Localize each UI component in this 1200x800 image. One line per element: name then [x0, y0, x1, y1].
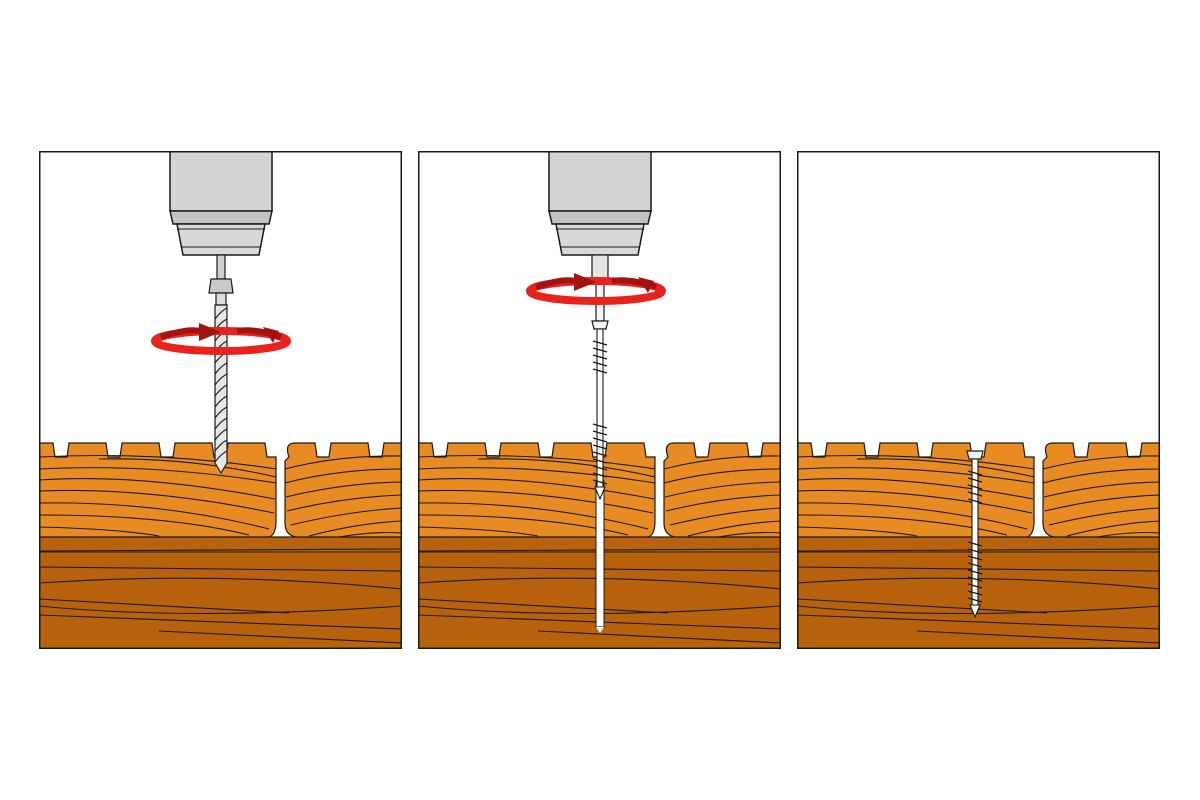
- deck-board-right: [1042, 442, 1160, 538]
- joist-grain-line: [797, 605, 1160, 615]
- deck-grain-line: [717, 531, 781, 538]
- deck-grain-line: [797, 514, 1008, 536]
- deck-grain-line: [797, 489, 1033, 514]
- step-2-illustration: [418, 151, 781, 649]
- step-3-illustration: [797, 151, 1160, 649]
- deck-board-right: [663, 442, 781, 538]
- deck-grain-line: [663, 468, 781, 484]
- step-2-panel: [418, 151, 781, 649]
- deck-grain-line: [1042, 455, 1160, 470]
- joist-grain-line: [39, 548, 402, 552]
- deck-grain-line: [1044, 494, 1160, 512]
- deck-grain-line: [290, 507, 402, 526]
- joist-grain-line: [418, 605, 781, 615]
- deck-grain-line: [284, 468, 402, 484]
- deck-grain-line: [338, 531, 402, 538]
- deck-grain-line: [418, 526, 539, 537]
- deck-grain-line: [1096, 531, 1160, 538]
- deck-grain-line: [418, 467, 656, 484]
- panel-border: [797, 151, 1160, 649]
- screw-icon: [591, 320, 609, 501]
- step-1-panel: [39, 151, 402, 649]
- joist-grain-line: [418, 598, 669, 614]
- deck-grain-line: [418, 502, 649, 530]
- joist-grain-line: [39, 605, 402, 615]
- deck-grain-line: [418, 477, 655, 500]
- deck-grain-line: [39, 502, 270, 530]
- deck-grain-line: [39, 526, 160, 537]
- deck-grain-line: [663, 455, 781, 470]
- deck-board-right: [284, 442, 402, 538]
- deck-grain-line: [418, 454, 656, 470]
- joist-grain-line: [39, 598, 290, 614]
- deck-grain-line: [687, 520, 781, 537]
- deck-grain-line: [797, 454, 1035, 470]
- deck-grain-line: [284, 455, 402, 470]
- panel-border: [418, 151, 781, 649]
- joist-beam: [39, 537, 402, 649]
- deck-grain-line: [39, 467, 277, 484]
- deck-grain-line: [664, 481, 781, 498]
- deck-grain-line: [39, 477, 276, 500]
- power-drill-icon: [169, 151, 273, 256]
- deck-grain-line: [797, 526, 918, 537]
- deck-grain-line: [308, 520, 402, 537]
- power-drill-icon: [548, 151, 652, 256]
- deck-grain-line: [1066, 520, 1160, 537]
- deck-grain-line: [286, 494, 402, 512]
- step-1-illustration: [39, 151, 402, 649]
- deck-grain-line: [797, 477, 1034, 500]
- installed-screw-icon: [966, 450, 984, 619]
- deck-grain-line: [98, 458, 277, 478]
- joist-grain-line: [39, 577, 402, 590]
- deck-grain-line: [1042, 468, 1160, 484]
- pilot-hole: [595, 480, 605, 628]
- deck-grain-line: [797, 467, 1035, 484]
- deck-grain-line: [797, 502, 1028, 530]
- deck-grain-line: [477, 458, 656, 478]
- deck-grain-line: [856, 458, 1035, 478]
- joist-grain-line: [797, 614, 1160, 630]
- pilot-hole-tip: [596, 627, 604, 633]
- deck-grain-line: [418, 489, 654, 514]
- rotation-arrow-icon: [151, 323, 291, 355]
- deck-grain-line: [285, 481, 402, 498]
- joist-grain-line: [537, 630, 781, 644]
- joist-grain-line: [39, 614, 402, 630]
- joist-grain-line: [158, 630, 402, 644]
- deck-grain-line: [39, 514, 250, 536]
- deck-grain-line: [669, 507, 781, 526]
- deck-grain-line: [665, 494, 781, 512]
- deck-grain-line: [39, 489, 275, 514]
- joist-grain-line: [916, 630, 1160, 644]
- step-3-panel: [797, 151, 1160, 649]
- deck-grain-line: [418, 514, 629, 536]
- rotation-arrow-icon: [526, 273, 666, 305]
- panel-border: [39, 151, 402, 649]
- joist-grain-line: [39, 566, 402, 572]
- deck-grain-line: [1043, 481, 1160, 498]
- joist-grain-line: [797, 598, 1048, 614]
- deck-grain-line: [1048, 507, 1160, 526]
- deck-grain-line: [39, 454, 277, 470]
